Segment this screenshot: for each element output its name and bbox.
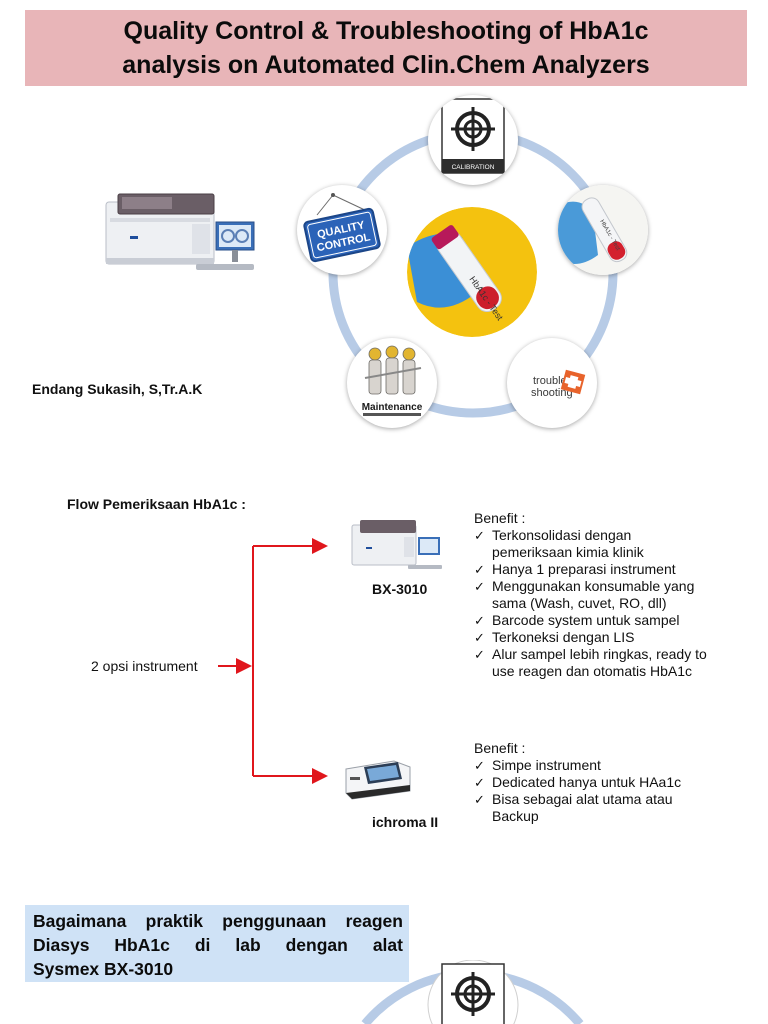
trouble-line-2: shooting [531, 387, 573, 399]
quality-control-node: QUALITY CONTROL [297, 185, 387, 275]
benefit-item: ✓Simpe instrument [474, 757, 601, 773]
options-label: 2 opsi instrument [91, 658, 198, 674]
maintenance-node: Maintenance [347, 338, 437, 428]
check-icon: ✓ [474, 562, 485, 577]
check-icon: ✓ [474, 775, 485, 790]
check-icon: ✓ [474, 647, 485, 662]
calibration-target-icon: CALIBRATION [441, 98, 505, 174]
question-line-1: Bagaimana praktik penggunaan reagen [33, 911, 403, 931]
benefit-item: ✓Terkoneksi dengan LIS [474, 629, 635, 645]
calibration-label: CALIBRATION [452, 164, 495, 171]
benefits-ichroma: Benefit : ✓Simpe instrument ✓Dedicated h… [474, 740, 744, 825]
benefit-list: ✓Simpe instrument ✓Dedicated hanya untuk… [474, 757, 744, 825]
ichroma-image [342, 747, 414, 809]
benefit-heading: Benefit : [474, 740, 526, 756]
check-icon: ✓ [474, 613, 485, 628]
flow-heading: Flow Pemeriksaan HbA1c : [67, 496, 246, 512]
flow-arrows [218, 538, 328, 784]
maintenance-label: Maintenance [362, 402, 423, 413]
question-line-2: Diasys HbA1c di lab dengan alat [33, 935, 403, 955]
cycle-diagram: HbA1c - Test CALIBRATION QUALITY CONTROL [290, 95, 660, 435]
check-icon: ✓ [474, 792, 485, 807]
title-banner: Quality Control & Troubleshooting of HbA… [25, 10, 747, 86]
trouble-line-1: trouble [533, 375, 567, 387]
title-line-2: analysis on Automated Clin.Chem Analyzer… [122, 51, 650, 79]
cycle-diagram-partial [361, 960, 584, 1024]
analyzer-image [100, 188, 260, 278]
bx3010-image [348, 515, 444, 573]
calibration-node-partial [427, 960, 519, 1024]
troubleshooting-icon: trouble shooting [531, 369, 586, 399]
instrument1-name: BX-3010 [372, 581, 428, 597]
quality-control-sign-icon: QUALITY CONTROL [303, 193, 381, 263]
question-line-3: Sysmex BX-3010 [33, 959, 174, 979]
calibration-target-icon [451, 972, 495, 1016]
benefit-item: ✓Barcode system untuk sampel [474, 612, 680, 628]
check-icon: ✓ [474, 630, 485, 645]
author-name: Endang Sukasih, S,Tr.A.K [32, 381, 203, 397]
check-icon: ✓ [474, 528, 485, 543]
instrument2-name: ichroma II [372, 814, 439, 830]
test-tube-icon: HbA1c - Test [407, 207, 537, 337]
benefit-item: ✓Dedicated hanya untuk HAa1c [474, 774, 682, 790]
check-icon: ✓ [474, 579, 485, 594]
benefit-item: ✓Hanya 1 preparasi instrument [474, 561, 676, 577]
sample-tube-icon: HbA1c - Test [558, 185, 648, 275]
title-line-1: Quality Control & Troubleshooting of HbA… [123, 17, 649, 45]
troubleshooting-node: trouble shooting [507, 338, 597, 428]
benefit-heading: Benefit : [474, 510, 526, 526]
center-hba1c-tube-node: HbA1c - Test [407, 207, 537, 337]
question-box: Bagaimana praktik penggunaan reagen Dias… [25, 905, 409, 982]
analyzer-illustration [105, 193, 255, 270]
hba1c-sample-node: HbA1c - Test [558, 185, 648, 275]
calibration-node: CALIBRATION [428, 95, 518, 185]
bx3010-illustration [351, 520, 442, 569]
maintenance-workers-icon: Maintenance [362, 345, 423, 416]
check-icon: ✓ [474, 758, 485, 773]
ichroma-illustration [345, 760, 411, 800]
